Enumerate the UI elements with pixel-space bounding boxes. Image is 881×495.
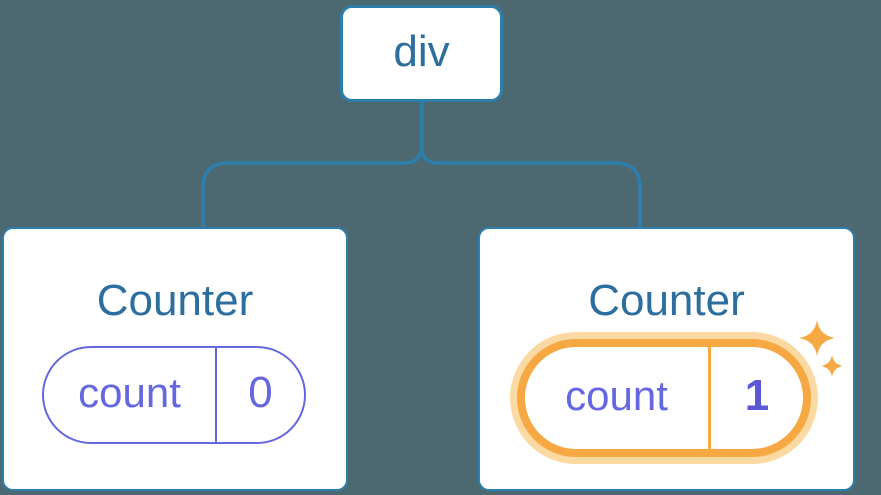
state-value: 1	[744, 371, 770, 420]
state-pill-highlighted: count 1	[517, 339, 811, 457]
state-value-segment: 1	[711, 347, 803, 449]
state-key-segment: count	[525, 347, 711, 449]
root-node-div: div	[340, 5, 503, 102]
state-key-label: count	[565, 372, 668, 419]
state-value: 0	[248, 368, 273, 417]
counter-card-left: Counter count 0	[2, 227, 348, 491]
counter-card-right: Counter count 1	[478, 227, 855, 491]
connector-left-branch	[201, 102, 424, 227]
root-node-label: div	[393, 26, 450, 76]
counter-title: Counter	[588, 276, 745, 325]
state-pill: count 0	[42, 346, 306, 444]
state-key-label: count	[78, 369, 181, 416]
counter-title: Counter	[96, 276, 254, 325]
state-value-segment: 0	[217, 348, 304, 442]
state-key-segment: count	[44, 348, 217, 442]
connector-right-branch	[419, 102, 642, 227]
